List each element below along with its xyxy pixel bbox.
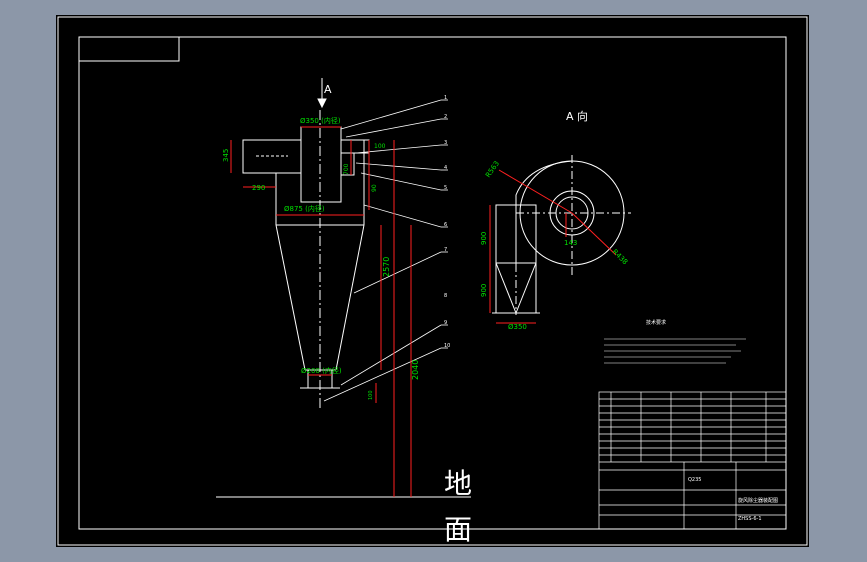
callout-9: 9 xyxy=(444,320,447,326)
callout-2: 2 xyxy=(444,114,447,120)
drawing-text: A A 向 Ø350 (内径) 345 290 Ø875 (内径) 100 70… xyxy=(222,83,778,546)
dim-143: 143 xyxy=(564,239,577,247)
dim-d350-top: Ø350 (内径) xyxy=(300,116,341,125)
title-part-code: ZHSS-6-1 xyxy=(738,516,762,522)
dim-900-upper: 900 xyxy=(480,232,488,245)
title-block xyxy=(598,391,787,530)
dim-2570: 2570 xyxy=(382,257,391,277)
dim-90: 90 xyxy=(371,184,378,192)
callout-10: 10 xyxy=(444,343,450,349)
corner-box xyxy=(78,36,180,62)
view-a-dims xyxy=(489,169,617,324)
title-material: Q235 xyxy=(688,477,701,483)
ground-label-2: 面 xyxy=(444,513,472,546)
cyclone-elevation xyxy=(216,78,471,498)
callout-1: 1 xyxy=(444,95,447,101)
dim-700: 700 xyxy=(343,163,350,175)
drawing-canvas: 技术要求 xyxy=(57,16,808,546)
callout-leaders xyxy=(323,99,448,402)
dim-d200: Ø200 (内径) xyxy=(301,366,342,375)
notes-title: 技术要求 xyxy=(646,319,666,326)
dim-2040: 2040 xyxy=(411,360,420,380)
dim-r563: R563 xyxy=(484,160,501,180)
callout-7: 7 xyxy=(444,247,447,253)
dim-100-bottom: 100 xyxy=(368,390,374,400)
ground-label-1: 地 xyxy=(444,467,472,500)
dimension-lines xyxy=(230,126,412,497)
outer-frame xyxy=(57,16,808,546)
callout-5: 5 xyxy=(444,185,447,191)
dim-d350-side: Ø350 xyxy=(508,323,527,331)
callout-6: 6 xyxy=(444,222,447,228)
inner-frame xyxy=(78,36,787,530)
dim-345: 345 xyxy=(222,149,230,162)
cad-viewport: 技术要求 A A 向 Ø350 (内径) 345 290 Ø xyxy=(56,15,809,547)
notes-block: 技术要求 xyxy=(604,319,746,364)
view-a xyxy=(492,155,631,315)
callout-4: 4 xyxy=(444,165,447,171)
title-drawing-name: 旋风除尘器装配图 xyxy=(738,497,778,504)
callout-8: 8 xyxy=(444,293,447,299)
dim-100: 100 xyxy=(374,143,386,150)
view-a-title: A 向 xyxy=(566,109,588,123)
dim-r438: R438 xyxy=(611,248,630,267)
dim-900-lower: 900 xyxy=(480,284,488,297)
section-marker-label: A xyxy=(324,83,332,96)
dim-290: 290 xyxy=(252,184,265,192)
callout-3: 3 xyxy=(444,140,447,146)
dim-d875: Ø875 (内径) xyxy=(284,204,325,213)
